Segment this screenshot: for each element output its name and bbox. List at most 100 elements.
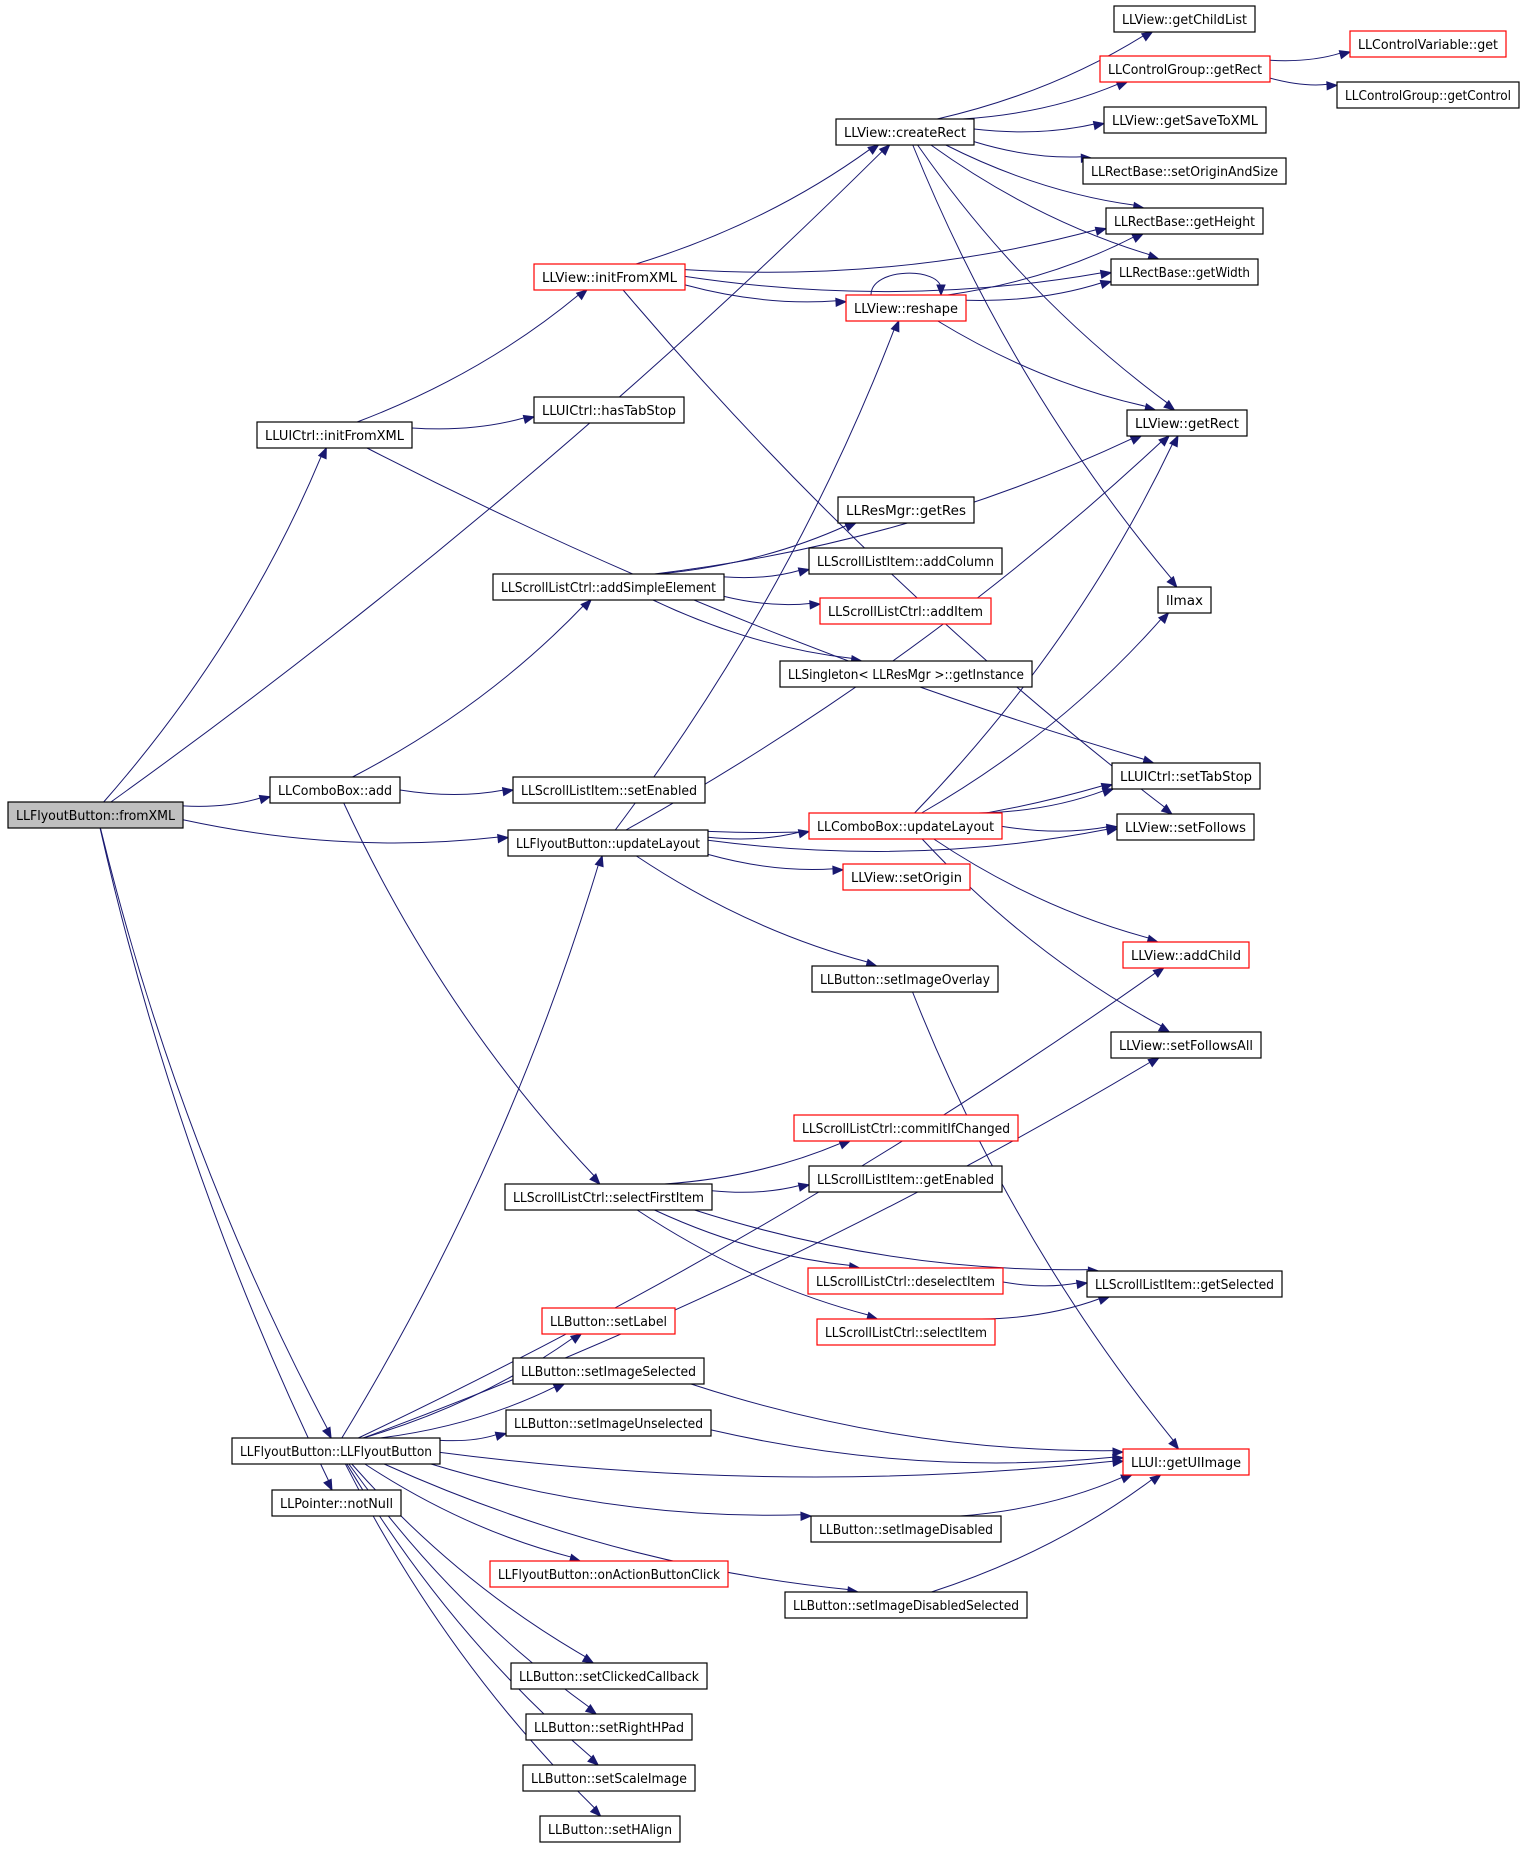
- edge-arrowhead: [1166, 575, 1178, 589]
- edge-arrowhead: [1140, 31, 1154, 42]
- node-rect_setOriginAndSize[interactable]: LLRectBase::setOriginAndSize: [1082, 157, 1287, 185]
- node-uictrl_hasTabStop[interactable]: LLUICtrl::hasTabStop: [533, 396, 685, 424]
- edge-line: [363, 1337, 574, 1439]
- node-box: [504, 1183, 713, 1211]
- node-btn_setImageUnselected[interactable]: LLButton::setImageUnselected: [505, 1409, 712, 1437]
- edge-line: [343, 802, 596, 1177]
- node-btn_setLabel[interactable]: LLButton::setLabel: [541, 1307, 676, 1335]
- node-label: LLView::getSaveToXML: [1112, 114, 1259, 129]
- edge-arrowhead: [1158, 435, 1171, 447]
- node-scroll_selectFirstItem[interactable]: LLScrollListCtrl::selectFirstItem: [504, 1183, 713, 1211]
- node-controlvariable_get[interactable]: LLControlVariable::get: [1349, 30, 1507, 58]
- node-scroll_commitIfChanged[interactable]: LLScrollListCtrl::commitIfChanged: [793, 1114, 1019, 1142]
- node-view_reshape[interactable]: LLView::reshape: [845, 294, 967, 322]
- edge-arrowhead: [797, 567, 811, 577]
- node-btn_setHAlign[interactable]: LLButton::setHAlign: [539, 1815, 681, 1843]
- edge-line: [99, 827, 329, 1430]
- node-btn_setImageSelected[interactable]: LLButton::setImageSelected: [512, 1357, 705, 1385]
- edge-arrowhead: [581, 1653, 595, 1664]
- node-label: LLButton::setScaleImage: [531, 1772, 687, 1787]
- node-label: LLRectBase::getWidth: [1119, 266, 1250, 281]
- node-flyout_updateLayout[interactable]: LLFlyoutButton::updateLayout: [507, 829, 709, 857]
- node-scrollitem_setEnabled[interactable]: LLScrollListItem::setEnabled: [512, 776, 706, 804]
- edge-line: [99, 827, 330, 1482]
- node-controlgroup_getRect[interactable]: LLControlGroup::getRect: [1099, 55, 1271, 83]
- node-scrollitem_getSelected[interactable]: LLScrollListItem::getSelected: [1086, 1270, 1283, 1298]
- edge-view_createRect-to-view_getChildList: [937, 31, 1154, 120]
- node-btn_setRightHPad[interactable]: LLButton::setRightHPad: [525, 1713, 693, 1741]
- node-rect_getHeight[interactable]: LLRectBase::getHeight: [1105, 207, 1264, 235]
- node-uictrl_initFromXML[interactable]: LLUICtrl::initFromXML: [256, 421, 413, 449]
- node-btn_setScaleImage[interactable]: LLButton::setScaleImage: [522, 1764, 696, 1792]
- node-box: [835, 118, 975, 146]
- edge-arrowhead: [317, 446, 327, 460]
- node-view_initFromXML[interactable]: LLView::initFromXML: [533, 263, 686, 291]
- node-label: LLSingleton< LLResMgr >::getInstance: [788, 668, 1024, 683]
- node-view_setFollows[interactable]: LLView::setFollows: [1116, 813, 1255, 841]
- node-view_getChildList[interactable]: LLView::getChildList: [1113, 5, 1256, 33]
- node-view_getRect[interactable]: LLView::getRect: [1126, 409, 1248, 437]
- edge-view_reshape-to-rect_getWidth: [965, 279, 1113, 301]
- node-fromXML[interactable]: LLFlyoutButton::fromXML: [7, 801, 184, 829]
- node-view_setOrigin[interactable]: LLView::setOrigin: [842, 863, 971, 891]
- node-uictrl_setTabStop[interactable]: LLUICtrl::setTabStop: [1111, 762, 1261, 790]
- node-view_createRect[interactable]: LLView::createRect: [835, 118, 975, 146]
- node-box: [842, 863, 971, 891]
- node-label: LLControlVariable::get: [1358, 38, 1498, 53]
- node-scrollitem_getEnabled[interactable]: LLScrollListItem::getEnabled: [808, 1165, 1003, 1193]
- node-resmgr_getRes[interactable]: LLResMgr::getRes: [837, 496, 975, 524]
- edge-line: [981, 1298, 1101, 1320]
- node-llui_getUIImage[interactable]: LLUI::getUIImage: [1122, 1448, 1250, 1476]
- node-box: [492, 573, 725, 601]
- node-scrollitem_addColumn[interactable]: LLScrollListItem::addColumn: [808, 547, 1003, 575]
- node-combo_add[interactable]: LLComboBox::add: [269, 776, 401, 804]
- node-box: [793, 1114, 1019, 1142]
- node-scroll_selectItem[interactable]: LLScrollListCtrl::selectItem: [816, 1318, 996, 1346]
- node-btn_setImageDisabledSelected[interactable]: LLButton::setImageDisabledSelected: [784, 1591, 1028, 1619]
- node-btn_setImageDisabled[interactable]: LLButton::setImageDisabled: [810, 1515, 1002, 1543]
- node-box: [533, 396, 685, 424]
- edge-line: [352, 605, 585, 778]
- node-view_setFollowsAll[interactable]: LLView::setFollowsAll: [1110, 1031, 1262, 1059]
- edge-line: [707, 828, 1109, 852]
- node-label: LLButton::setClickedCallback: [519, 1670, 699, 1685]
- node-box: [1116, 813, 1255, 841]
- edge-line: [399, 789, 505, 795]
- node-scroll_addSimpleElement[interactable]: LLScrollListCtrl::addSimpleElement: [492, 573, 725, 601]
- node-view_getSaveToXML[interactable]: LLView::getSaveToXML: [1103, 106, 1267, 134]
- edge-arrowhead: [1149, 1474, 1162, 1486]
- node-box: [1110, 1031, 1262, 1059]
- node-combo_updateLayout[interactable]: LLComboBox::updateLayout: [808, 812, 1003, 840]
- edge-line: [684, 229, 1098, 273]
- node-flyout_onActionButtonClick[interactable]: LLFlyoutButton::onActionButtonClick: [489, 1560, 729, 1588]
- edge-line: [912, 144, 1173, 580]
- node-box: [256, 421, 413, 449]
- edge-controlgroup_getRect-to-controlvariable_get: [1269, 50, 1352, 62]
- edge-line: [973, 123, 1096, 133]
- edge-line: [439, 1433, 498, 1442]
- node-flyout_ctor[interactable]: LLFlyoutButton::LLFlyoutButton: [231, 1437, 441, 1465]
- node-singleton_getInstance[interactable]: LLSingleton< LLResMgr >::getInstance: [779, 660, 1033, 688]
- edge-line: [937, 320, 1148, 408]
- node-btn_setClickedCallback[interactable]: LLButton::setClickedCallback: [510, 1662, 708, 1690]
- edge-arrowhead: [569, 1333, 583, 1344]
- node-box: [816, 1318, 996, 1346]
- node-scroll_deselectItem[interactable]: LLScrollListCtrl::deselectItem: [807, 1267, 1004, 1295]
- node-controlgroup_getControl[interactable]: LLControlGroup::getControl: [1336, 81, 1520, 109]
- node-box: [1105, 207, 1264, 235]
- edge-line: [1001, 825, 1109, 832]
- node-view_addChild[interactable]: LLView::addChild: [1122, 941, 1250, 969]
- node-rect_getWidth[interactable]: LLRectBase::getWidth: [1110, 258, 1259, 286]
- node-scroll_addItem[interactable]: LLScrollListCtrl::addItem: [819, 597, 992, 625]
- node-label: LLUI::getUIImage: [1131, 1456, 1241, 1471]
- edge-arrowhead: [809, 600, 822, 610]
- edge-flyout_updateLayout-to-view_getRect: [625, 435, 1171, 831]
- node-pointer_notNull[interactable]: LLPointer::notNull: [271, 1489, 402, 1517]
- node-label: LLView::setFollowsAll: [1119, 1039, 1253, 1054]
- node-label: LLButton::setLabel: [550, 1315, 667, 1330]
- node-btn_setImageOverlay[interactable]: LLButton::setImageOverlay: [811, 965, 999, 993]
- node-box: [1110, 258, 1259, 286]
- node-llmax[interactable]: llmax: [1157, 586, 1212, 614]
